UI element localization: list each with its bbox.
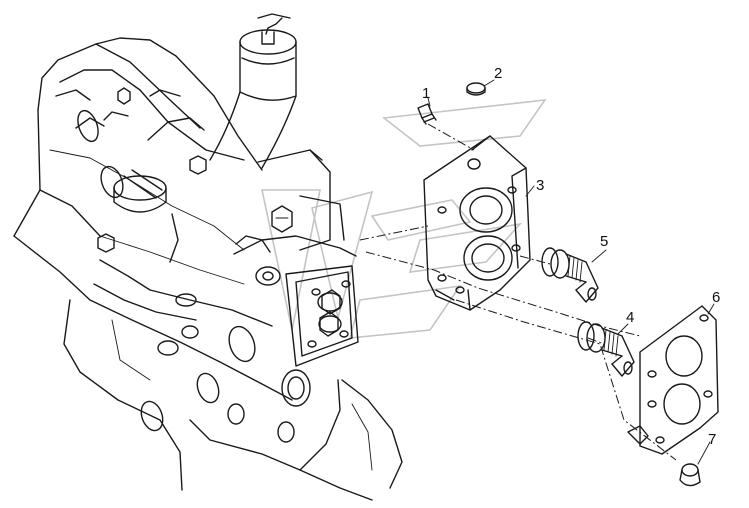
part-4-thermostat: [577, 321, 635, 377]
watermark-logo: [261, 99, 547, 339]
callout-1: 1: [422, 85, 430, 102]
callout-7: 7: [708, 431, 716, 448]
part-5-thermostat: [541, 247, 599, 303]
callout-2: 2: [494, 65, 502, 82]
engine-block: [13, 37, 403, 501]
upper-water-pipe: [209, 13, 297, 169]
callout-3: 3: [536, 177, 544, 194]
callout-4: 4: [626, 309, 634, 326]
cylinder-head-bolts: [97, 87, 293, 253]
callout-6: 6: [712, 289, 720, 306]
part-3-thermostat-cover: [423, 135, 531, 311]
assembly-centerlines: [359, 123, 677, 461]
part-6-gasket: [627, 305, 719, 455]
callout-labels: 1 2 3 4 5 6 7: [422, 65, 720, 448]
thermostat-housing: [233, 149, 359, 407]
leader-lines: [427, 79, 715, 465]
part-1-bolt: [417, 103, 437, 125]
part-2-plug: [466, 82, 486, 96]
part-7-sleeve: [679, 463, 701, 487]
callout-5: 5: [600, 233, 608, 250]
